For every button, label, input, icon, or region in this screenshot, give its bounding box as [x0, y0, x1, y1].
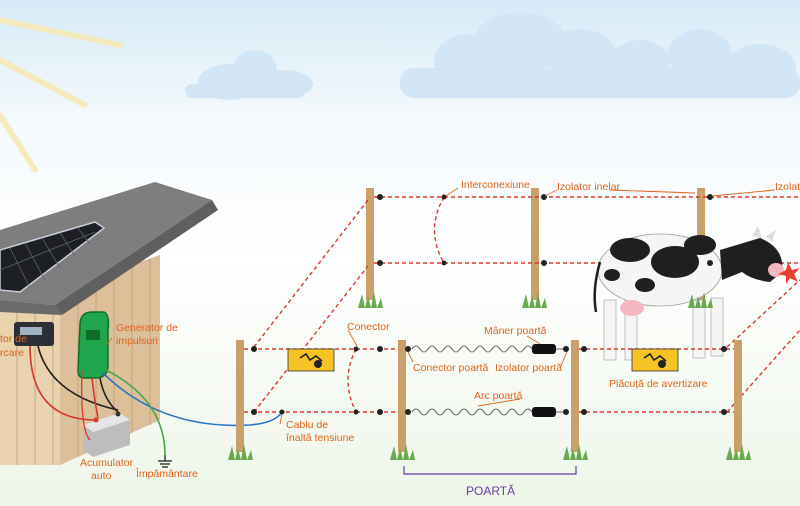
solar-panel-icon — [0, 221, 106, 293]
warning-plate-icon — [631, 348, 679, 372]
label-hv-cable-line1: Cablu de — [286, 419, 328, 431]
label-generator-line1: Generator de — [116, 322, 178, 334]
leader-lines — [105, 187, 776, 425]
label-gate-handle: Mâner poartă — [484, 325, 547, 337]
ground-icon — [158, 455, 172, 468]
label-regulator-line2: rcare — [0, 347, 24, 359]
label-regulator-line1: tor de — [0, 333, 27, 345]
label-gate: POARTĂ — [466, 483, 515, 498]
label-ring-insulator: Izolator inelar — [557, 181, 621, 193]
label-battery-line1: Acumulator — [80, 457, 134, 469]
label-hv-cable-line2: înaltă tensiune — [285, 432, 354, 444]
cloud-icon — [400, 12, 800, 98]
label-interconnection: Interconexiune — [461, 179, 530, 191]
spark-icon — [778, 262, 800, 284]
power-cables — [29, 345, 283, 456]
label-insulator-right: Izolat — [775, 181, 800, 193]
cloud-icon — [185, 50, 313, 100]
battery-icon — [83, 411, 130, 457]
generator-icon — [77, 311, 110, 379]
label-battery-line2: auto — [91, 470, 112, 482]
grass — [228, 292, 751, 460]
gate-handles — [532, 344, 556, 417]
charge-regulator — [14, 322, 54, 346]
warning-plate-icon — [287, 348, 335, 372]
label-gate-connector: Conector poartă — [413, 362, 488, 374]
cow-icon — [593, 226, 784, 361]
label-gate-spring: Arc poartă — [474, 390, 523, 402]
side-wires — [253, 199, 800, 413]
gate-bracket — [403, 466, 577, 475]
label-ground: Împământare — [135, 467, 198, 480]
front-posts — [236, 340, 742, 452]
label-warning-plate: Plăcuță de avertizare — [609, 378, 708, 390]
label-connector: Conector — [347, 321, 390, 333]
label-generator-line2: impulsuri — [116, 335, 158, 347]
label-gate-insulator: Izolator poartă — [495, 362, 562, 374]
shed — [0, 182, 218, 465]
sun-icon — [0, 17, 123, 173]
